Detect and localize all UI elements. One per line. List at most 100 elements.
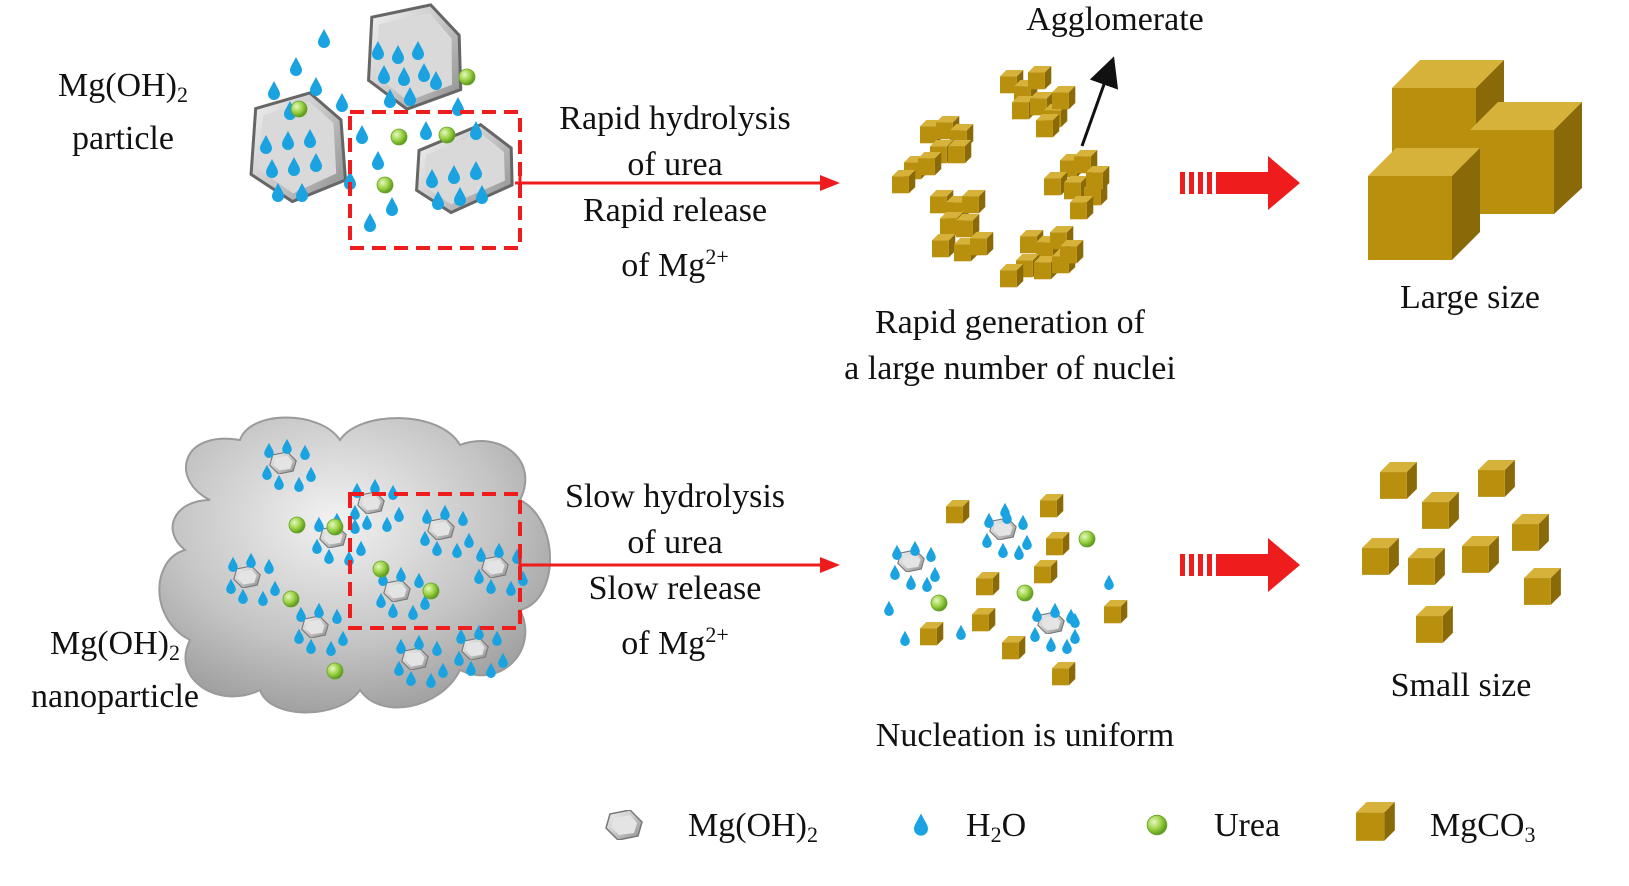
small-cube	[1478, 460, 1515, 497]
nucleus-cube	[1052, 86, 1076, 110]
small-cube	[1362, 538, 1399, 575]
nucleus-cube	[920, 622, 944, 646]
legend-urea-label: Urea	[1214, 807, 1281, 844]
water-drop	[922, 576, 932, 592]
large-mgco3-cubes	[1368, 60, 1582, 260]
focus-box	[348, 492, 522, 630]
nucleus-cube	[1046, 532, 1070, 556]
bottom-nuclei-caption: Nucleation is uniform	[875, 717, 1175, 754]
nucleus-cube	[1028, 66, 1052, 90]
bottom-arrow-text: Slow hydrolysis of urea Slow release of …	[564, 478, 786, 662]
water-drop	[1022, 534, 1032, 550]
water-drop	[1046, 636, 1056, 652]
nucleus-cube	[970, 232, 994, 256]
urea-sphere-icon	[1146, 814, 1168, 836]
water-drop	[1018, 514, 1028, 530]
top-mgoh2-particle-cluster	[249, 3, 522, 250]
small-cube	[1380, 462, 1417, 499]
small-cube	[1524, 568, 1561, 605]
small-cube	[1422, 492, 1459, 529]
urea-sphere	[282, 590, 300, 608]
water-drop	[982, 532, 992, 548]
water-drop	[1032, 606, 1042, 622]
urea-sphere	[326, 662, 344, 680]
water-drop	[1014, 544, 1024, 560]
legend-mgco3-label: MgCO3	[1430, 807, 1536, 847]
water-drop	[956, 624, 966, 640]
water-drop	[1000, 502, 1010, 518]
nucleus-cube	[892, 170, 916, 194]
water-drop	[900, 630, 910, 646]
water-drop	[926, 546, 936, 562]
small-size-label: Small size	[1390, 667, 1532, 704]
small-cube	[1408, 548, 1445, 585]
top-process-arrow	[515, 170, 840, 196]
urea-sphere	[1016, 584, 1034, 602]
water-drop-icon	[914, 813, 928, 836]
nucleus-cube	[1036, 114, 1060, 138]
large-cube	[1470, 102, 1582, 214]
top-nuclei-caption: Rapid generation of a large number of nu…	[844, 304, 1176, 387]
nucleus-cube	[1000, 264, 1024, 288]
nucleus-cube	[972, 608, 996, 632]
nucleus-cube	[976, 572, 1000, 596]
urea-sphere	[1078, 530, 1096, 548]
agglomerate-label: Agglomerate	[1026, 1, 1204, 38]
small-mgco3-cubes	[1362, 460, 1561, 643]
water-drop	[998, 542, 1008, 558]
water-drop	[1062, 638, 1072, 654]
urea-sphere	[288, 516, 306, 534]
nucleus-cube	[1052, 662, 1076, 686]
large-size-label: Large size	[1399, 279, 1541, 316]
nucleus-cube	[946, 500, 970, 524]
small-cube	[1462, 536, 1499, 573]
nucleus-cube	[932, 234, 956, 258]
nucleus-cube	[948, 140, 972, 164]
top-growth-arrow	[1180, 156, 1300, 210]
bottom-nanoparticle-cloud	[158, 416, 551, 714]
top-arrow-text: Rapid hydrolysis of urea Rapid release o…	[559, 100, 791, 284]
urea-sphere	[422, 582, 440, 600]
water-drop	[884, 600, 894, 616]
mgoh2-crystal-icon	[605, 810, 643, 840]
nucleus-cube	[962, 190, 986, 214]
urea-sphere	[930, 594, 948, 612]
nucleus-cube	[1064, 176, 1088, 200]
mgco3-cube-icon	[1356, 802, 1395, 841]
nucleus-cube	[1060, 240, 1084, 264]
small-cube	[1416, 606, 1453, 643]
large-crystal	[415, 123, 514, 215]
water-drop	[906, 574, 916, 590]
nucleus-cube	[1034, 560, 1058, 584]
water-drop	[1030, 626, 1040, 642]
water-drop	[984, 512, 994, 528]
nucleus-cube	[1104, 600, 1128, 624]
water-drop	[910, 540, 920, 556]
water-drop	[1050, 602, 1060, 618]
bottom-particle-label: Mg(OH)2 nanoparticle	[30, 625, 200, 715]
urea-sphere	[372, 560, 390, 578]
nucleus-cube	[1044, 172, 1068, 196]
small-cube	[1512, 514, 1549, 551]
water-drop	[892, 544, 902, 560]
nucleus-cube	[1002, 636, 1026, 660]
bottom-uniform-nuclei	[884, 494, 1128, 686]
legend-mgoh2-label: Mg(OH)2	[688, 807, 818, 847]
large-cube	[1368, 148, 1480, 260]
bottom-process-arrow	[518, 552, 840, 578]
water-drop	[1104, 574, 1114, 590]
bottom-growth-arrow	[1180, 538, 1300, 592]
agglomerate-arrow	[1080, 56, 1119, 147]
water-drop	[1070, 628, 1080, 644]
nucleus-cube	[1086, 166, 1110, 190]
top-nuclei-clusters	[892, 66, 1110, 288]
water-drop	[930, 566, 940, 582]
nucleus-cube	[1070, 196, 1094, 220]
urea-sphere	[326, 518, 344, 536]
nucleus-cube	[918, 152, 942, 176]
legend-h2o-label: H2O	[966, 807, 1027, 847]
water-drop	[890, 564, 900, 580]
nucleus-cube	[1040, 494, 1064, 518]
top-particle-label: Mg(OH)2 particle	[58, 67, 188, 157]
